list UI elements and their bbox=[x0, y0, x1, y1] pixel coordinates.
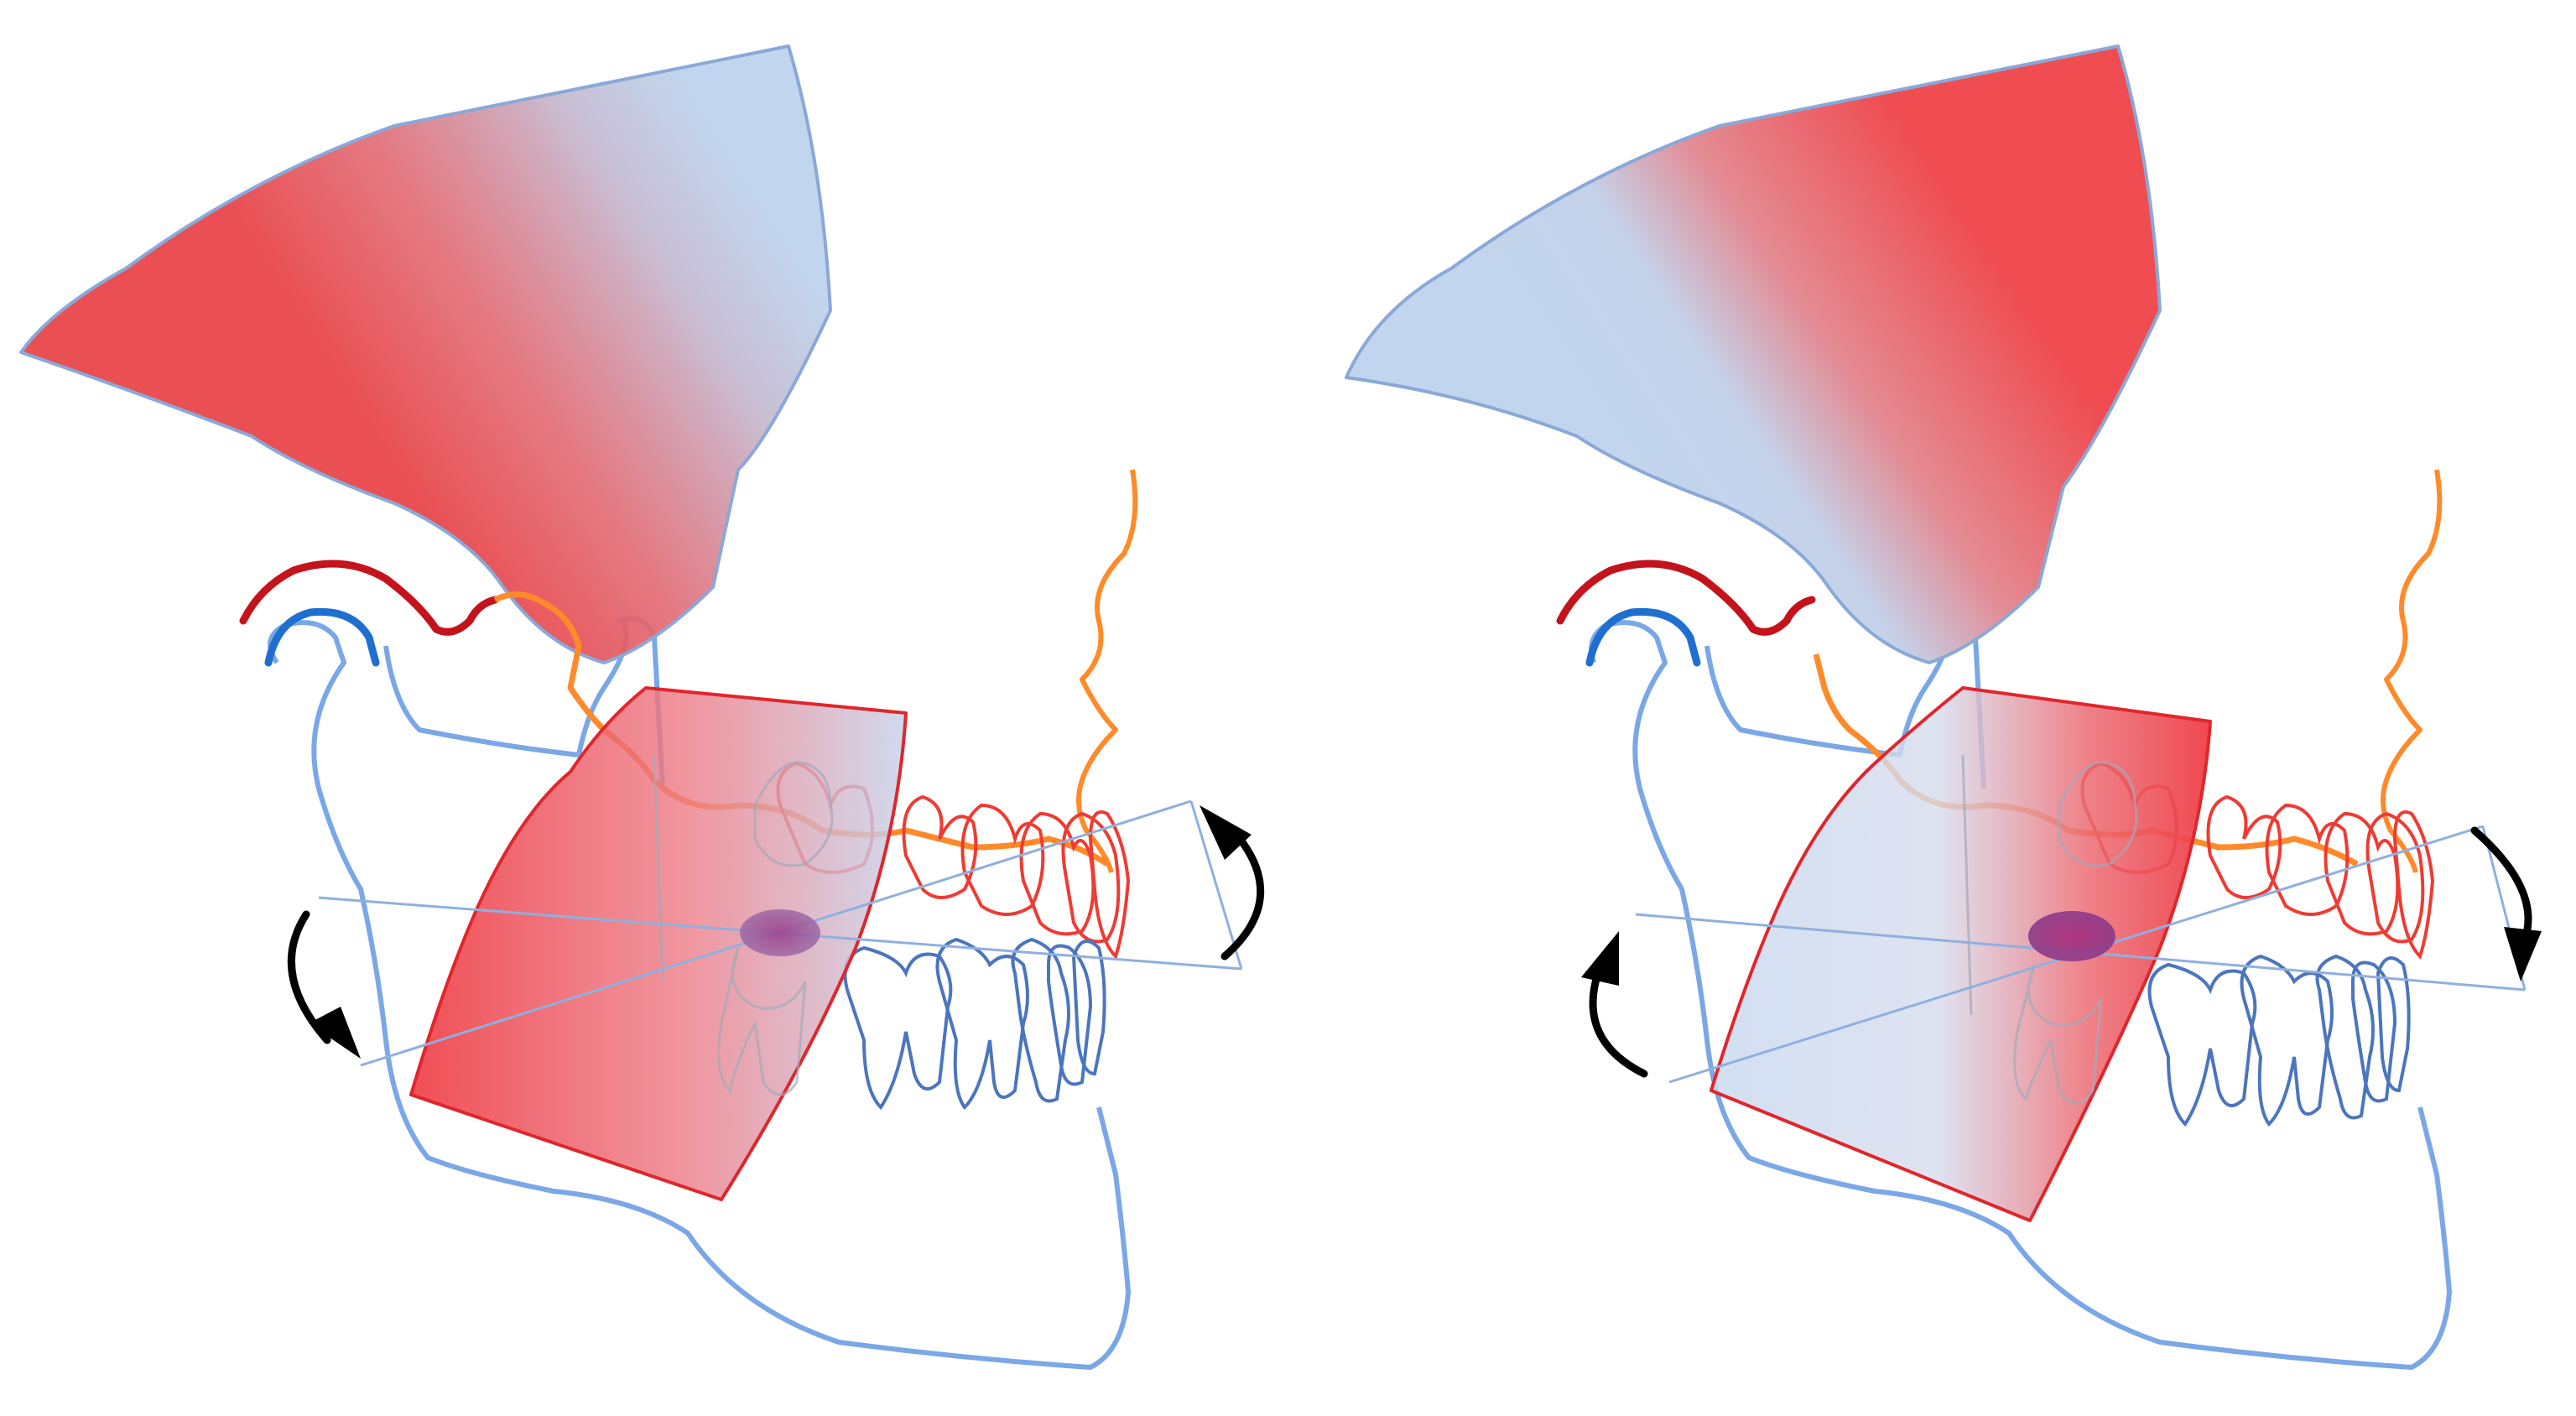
lower-teeth-left bbox=[843, 937, 1106, 1111]
mandible-outline bbox=[1589, 620, 2452, 1370]
center-of-rotation-left bbox=[740, 909, 820, 956]
rotation-arrow-front-right bbox=[2470, 826, 2542, 981]
rotation-arrow-back-left bbox=[288, 910, 361, 1059]
rotation-arrow-front-left bbox=[1200, 805, 1264, 960]
soft-tissue-profile bbox=[2381, 469, 2443, 873]
left-panel bbox=[19, 44, 1264, 1370]
right-panel bbox=[1345, 44, 2542, 1370]
molar-sketch-right bbox=[1961, 754, 2138, 1105]
ramus-plane-right bbox=[1710, 686, 2212, 1222]
lower-teeth-right bbox=[2147, 954, 2411, 1127]
molar-sketch-left bbox=[653, 754, 834, 1096]
rotation-arrow-back-right bbox=[1581, 931, 1648, 1078]
soft-tissue-profile bbox=[1076, 469, 1138, 873]
condyle-blue bbox=[1585, 607, 1701, 667]
center-of-rotation-right bbox=[2028, 911, 2115, 961]
glenoid-fossa-red bbox=[1556, 560, 1816, 636]
condyle-blue bbox=[264, 607, 380, 667]
skull-shape-left bbox=[19, 44, 832, 664]
mandible-outline bbox=[268, 620, 1131, 1370]
glenoid-fossa-red bbox=[239, 560, 499, 636]
ramus-plane-left bbox=[409, 686, 908, 1201]
skull-shape-right bbox=[1345, 44, 2162, 664]
